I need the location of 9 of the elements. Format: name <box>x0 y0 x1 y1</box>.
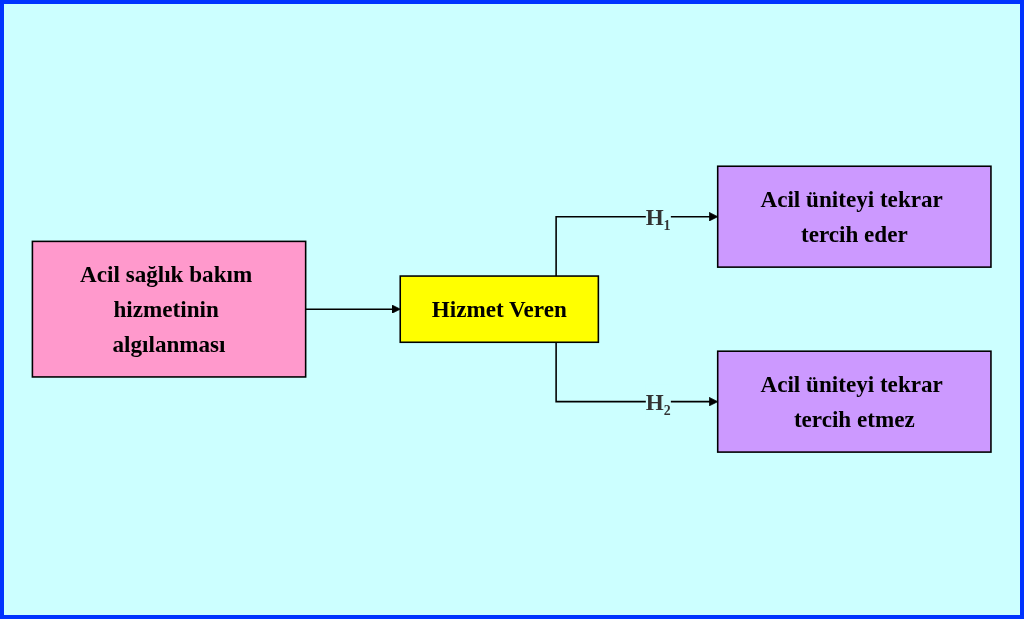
node-box: Hizmet Veren <box>399 275 600 344</box>
node-box: Acil üniteyi tekrar tercih eder <box>717 165 993 269</box>
arrow <box>305 304 401 315</box>
arrow <box>555 212 719 278</box>
edge-label: H₁ <box>645 203 671 231</box>
arrow <box>555 341 719 407</box>
edge-label: H₂ <box>645 388 671 416</box>
node-box: Acil üniteyi tekrar tercih etmez <box>717 350 993 454</box>
node-box: Acil sağlık bakım hizmetinin algılanması <box>31 240 307 379</box>
